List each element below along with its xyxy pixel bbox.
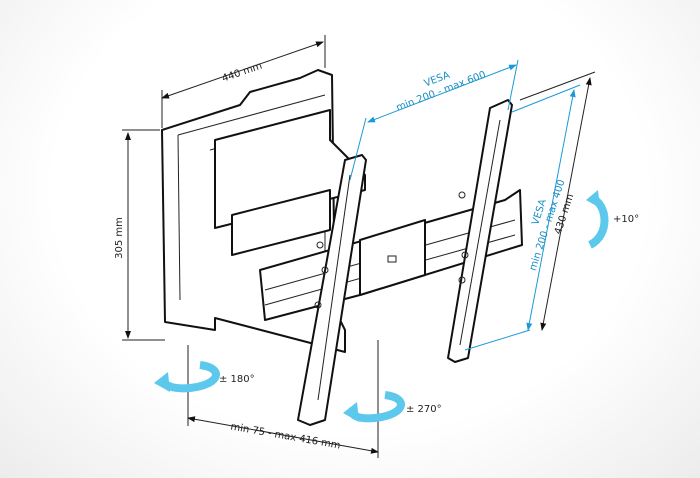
width-label: 440 mm: [221, 61, 264, 85]
dimension-bracket-height: [519, 71, 596, 331]
swivel-tv-label: ± 270°: [406, 404, 442, 415]
tilt-label: +10°: [613, 214, 639, 225]
tilt-arrow-icon: [586, 190, 609, 249]
swivel-wall-arrow-icon: [154, 361, 220, 393]
height-label: 305 mm: [114, 217, 125, 259]
dimension-vesa-horizontal: [349, 59, 519, 181]
swivel-tv-arrow-icon: [343, 391, 405, 423]
extension-label: min 75 - max 416 mm: [230, 421, 342, 451]
dimension-width: [161, 35, 326, 128]
swivel-wall-label: ± 180°: [219, 374, 255, 385]
dimension-height: [122, 129, 165, 341]
